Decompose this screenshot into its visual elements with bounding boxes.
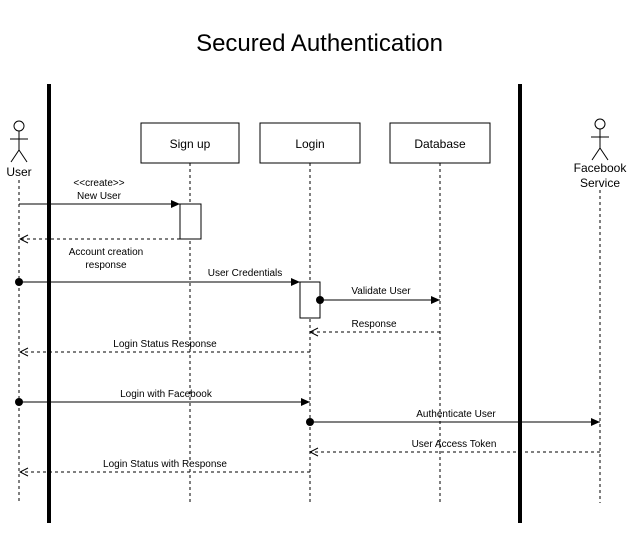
user-actor-icon [10, 120, 28, 163]
account-response-label-line1: Account creation [69, 247, 144, 258]
signup-lifeline-box: Sign up [140, 122, 240, 164]
account-response-label-line2: response [85, 260, 127, 271]
login-lifeline-label: Login [295, 137, 324, 151]
signup-lifeline-label: Sign up [170, 137, 211, 151]
database-lifeline-label: Database [414, 137, 466, 151]
user-access-token-label: User Access Token [412, 439, 497, 450]
right-boundary-bar [518, 84, 522, 523]
login-status-response-label: Login Status Response [113, 339, 217, 350]
user-actor-label: User [6, 165, 31, 179]
login-with-facebook-label: Login with Facebook [120, 389, 213, 400]
left-boundary-bar [47, 84, 51, 523]
authenticate-user-label: Authenticate User [416, 409, 496, 420]
facebook-actor-label-line1: Facebook [574, 161, 628, 175]
diagram-title: Secured Authentication [196, 30, 443, 57]
new-user-label: New User [77, 191, 122, 202]
user-credentials-label: User Credentials [208, 268, 282, 279]
signup-activation-bar [179, 203, 202, 240]
create-stereotype-label: <<create>> [73, 178, 124, 189]
validate-user-label: Validate User [351, 286, 411, 297]
facebook-actor-icon [591, 118, 609, 161]
database-lifeline-box: Database [389, 122, 491, 164]
facebook-actor-label-line2: Service [580, 176, 620, 190]
response-label: Response [351, 319, 396, 330]
login-lifeline-box: Login [259, 122, 361, 164]
login-status-with-response-label: Login Status with Response [103, 459, 227, 470]
